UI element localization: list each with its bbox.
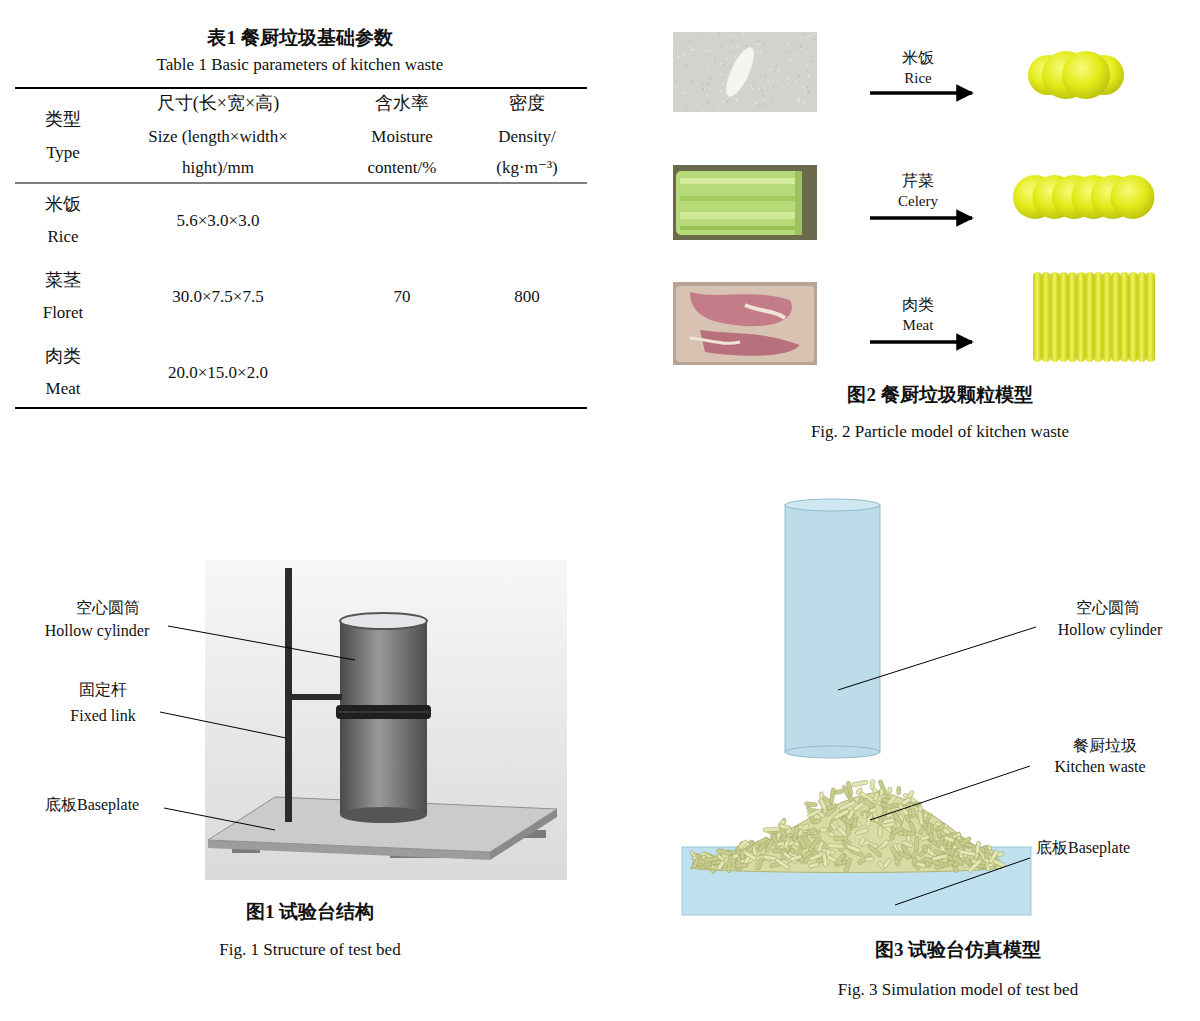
part-label: 餐厨垃圾 bbox=[1073, 736, 1137, 755]
table-header: Size (length×width× hight)/mm bbox=[129, 121, 307, 183]
meat-photo bbox=[673, 282, 817, 365]
part-label: Hollow cylinder bbox=[45, 621, 149, 640]
celery-particle-model bbox=[1013, 175, 1155, 219]
rice-photo bbox=[673, 32, 817, 112]
table-header: 尺寸(长×宽×高) bbox=[157, 93, 279, 115]
table-cell: 30.0×7.5×7.5 bbox=[172, 287, 263, 307]
table-cell: 肉类 bbox=[45, 346, 81, 368]
table-cell: Floret bbox=[43, 303, 84, 323]
table-cell: 菜茎 bbox=[45, 270, 81, 292]
part-label: Kitchen waste bbox=[1054, 757, 1145, 776]
part-label: 空心圆筒 bbox=[76, 598, 140, 617]
rice-particle-model bbox=[1028, 51, 1124, 99]
table-header: Moisture content/% bbox=[356, 121, 448, 183]
figure-caption: 图3 试验台仿真模型 bbox=[875, 939, 1041, 962]
table-title: Table 1 Basic parameters of kitchen wast… bbox=[157, 55, 444, 75]
arrow-label: 肉类 bbox=[902, 295, 934, 314]
table-cell: 米饭 bbox=[45, 194, 81, 216]
table-header: 密度 bbox=[509, 93, 545, 115]
arrow-label: 米饭 bbox=[902, 48, 934, 67]
table-cell: 5.6×3.0×3.0 bbox=[177, 211, 260, 231]
part-label: Hollow cylinder bbox=[1058, 620, 1162, 639]
figure-caption: Fig. 1 Structure of test bed bbox=[219, 940, 400, 960]
part-label: 底板Baseplate bbox=[1036, 838, 1130, 857]
simulation-rendering bbox=[682, 499, 1031, 915]
figure-caption: 图2 餐厨垃圾颗粒模型 bbox=[847, 384, 1032, 407]
part-label: 底板Baseplate bbox=[45, 795, 139, 814]
part-label: Fixed link bbox=[70, 706, 135, 725]
table-header: 类型 bbox=[45, 109, 81, 131]
figure-caption: 图1 试验台结构 bbox=[246, 901, 374, 924]
part-label: 空心圆筒 bbox=[1076, 598, 1140, 617]
table-title: 表1 餐厨垃圾基础参数 bbox=[207, 27, 392, 50]
table-rules bbox=[15, 88, 587, 408]
leader-lines bbox=[160, 626, 355, 830]
celery-photo bbox=[673, 165, 817, 240]
table-cell: 70 bbox=[394, 287, 411, 307]
arrow-label: Celery bbox=[898, 192, 938, 210]
meat-particle-model bbox=[1033, 272, 1155, 362]
table-cell: 800 bbox=[514, 287, 540, 307]
leader-lines bbox=[838, 627, 1036, 905]
part-label: 固定杆 bbox=[79, 680, 127, 699]
figure-caption: Fig. 2 Particle model of kitchen waste bbox=[811, 422, 1069, 442]
arrow-label: 芹菜 bbox=[902, 171, 934, 190]
table-header: 含水率 bbox=[375, 93, 429, 115]
conversion-arrows bbox=[870, 93, 972, 342]
table-cell: Rice bbox=[47, 227, 78, 247]
test-bed-rendering bbox=[205, 560, 567, 880]
table-header: Type bbox=[46, 143, 80, 163]
table-cell: 20.0×15.0×2.0 bbox=[168, 363, 268, 383]
table-cell: Meat bbox=[46, 379, 81, 399]
figure-caption: Fig. 3 Simulation model of test bed bbox=[838, 980, 1078, 1000]
arrow-label: Meat bbox=[903, 316, 934, 334]
arrow-label: Rice bbox=[904, 69, 932, 87]
table-header: Density/ (kg·m⁻³) bbox=[481, 121, 573, 183]
